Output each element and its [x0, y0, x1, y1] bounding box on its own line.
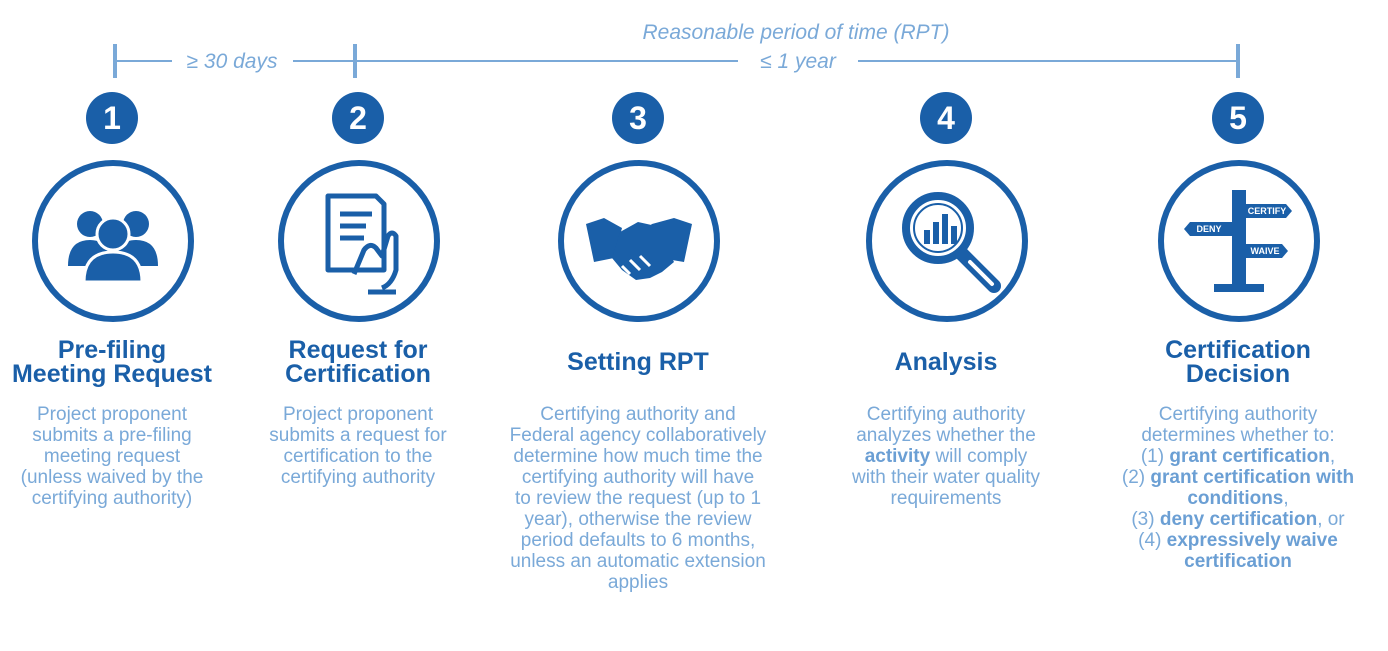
timeline: Reasonable period of time (RPT) ≥ 30 day… — [113, 21, 1240, 78]
step-title: Certification Decision — [1165, 336, 1311, 388]
step-number: 2 — [332, 92, 384, 144]
sign-waive: WAIVE — [1250, 246, 1279, 256]
signpost-icon: CERTIFY DENY WAIVE — [1158, 160, 1320, 322]
magnifier-chart-icon — [866, 160, 1028, 322]
step-title: Request for Certification — [285, 336, 431, 388]
sign-deny: DENY — [1196, 224, 1221, 234]
step-number: 5 — [1212, 92, 1264, 144]
second-span-label: ≤ 1 year — [760, 50, 837, 73]
step-number: 3 — [612, 92, 664, 144]
step-description: Certifying authority and Federal agency … — [509, 404, 767, 593]
step-title: Analysis — [894, 348, 998, 376]
step-description: Project proponent submits a request for … — [269, 404, 447, 488]
step-number: 4 — [920, 92, 972, 144]
step-description: Certifying authority determines whether … — [1121, 404, 1355, 572]
step-title: Setting RPT — [567, 348, 709, 376]
people-group-icon — [32, 160, 194, 322]
handshake-icon — [558, 160, 720, 322]
sign-certify: CERTIFY — [1248, 206, 1287, 216]
step-description: Certifying authority analyzes whether th… — [852, 404, 1040, 509]
step-number: 1 — [86, 92, 138, 144]
rpt-label: Reasonable period of time (RPT) — [643, 21, 950, 44]
document-hand-icon — [278, 160, 440, 322]
first-span-label: ≥ 30 days — [187, 50, 278, 73]
step-description: Project proponent submits a pre-filing m… — [20, 404, 204, 509]
step-title: Pre-filing Meeting Request — [11, 336, 213, 388]
